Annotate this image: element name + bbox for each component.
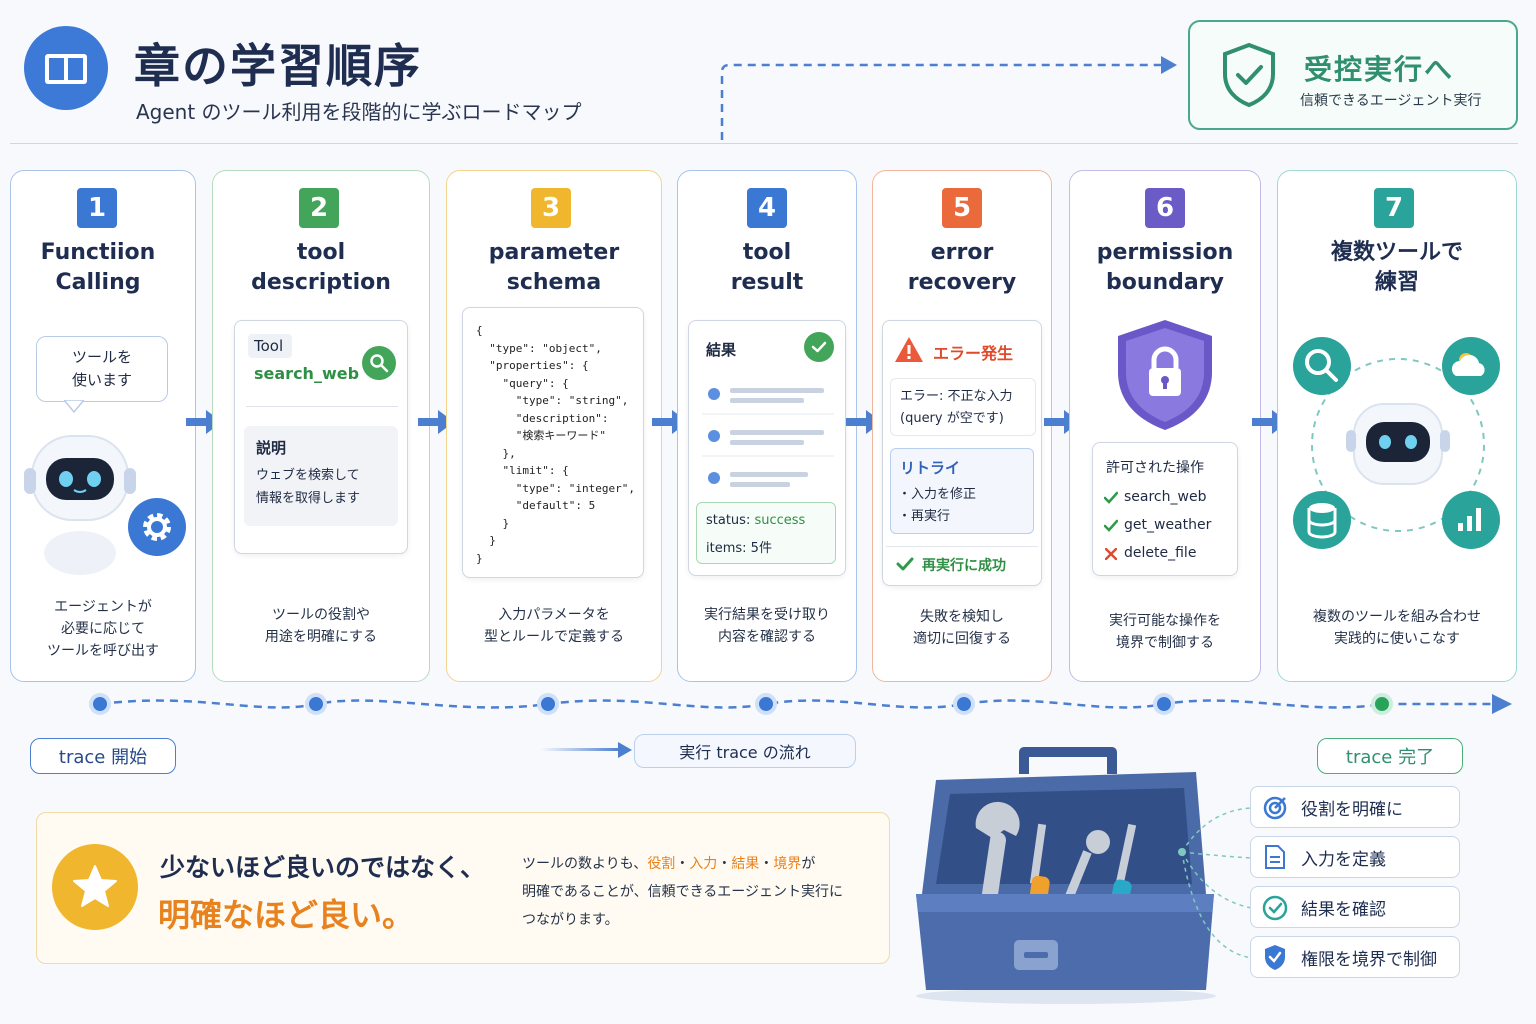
- callout-line1: 少ないほど良いのではなく、: [160, 853, 486, 882]
- cross-icon: [1105, 548, 1117, 560]
- error-message-box: [890, 378, 1036, 436]
- step-desc-3: 入力パラメータを型とルールで定義する: [484, 607, 624, 645]
- shield-check-icon: [1265, 945, 1285, 970]
- check-circle-icon: [804, 332, 834, 362]
- desc-text: ウェブを検索して情報を取得します: [256, 468, 361, 506]
- retry-title: リトライ: [900, 459, 961, 477]
- step-number-5: 5: [942, 188, 982, 228]
- gear-icon: [128, 498, 186, 556]
- page-subtitle: Agent のツール利用を段階的に学ぶロードマップ: [136, 100, 582, 124]
- step-desc-6: 実行可能な操作を境界で制御する: [1109, 613, 1221, 651]
- goal-subtitle: 信頼できるエージェント実行: [1300, 93, 1482, 109]
- goal-title: 受控実行へ: [1304, 53, 1455, 86]
- trace-end-pill: trace 完了: [1317, 738, 1463, 774]
- callout-paragraph: ツールの数よりも、役割・入力・結果・境界が 明確であることが、信頼できるエージェ…: [522, 856, 844, 928]
- tool-name: search_web: [254, 364, 360, 383]
- success-divider: [886, 546, 1038, 547]
- error-title: エラー発生: [933, 344, 1014, 363]
- step-number-4: 4: [747, 188, 787, 228]
- check-circle-icon: [1262, 895, 1288, 921]
- summary-callout: [36, 812, 890, 964]
- step-number-2: 2: [299, 188, 339, 228]
- step-desc-5: 失敗を検知し適切に回復する: [913, 609, 1011, 647]
- step-title-7: 複数ツールで練習: [1330, 240, 1463, 295]
- callout-line2: 明確なほど良い。: [158, 896, 415, 934]
- feature-item: 役割を明確に: [1250, 786, 1460, 828]
- target-icon: [1263, 796, 1287, 820]
- allowed-op: search_web: [1124, 489, 1207, 505]
- flow-arrow-icon: [418, 410, 454, 434]
- permission-card: [1092, 442, 1238, 576]
- check-icon: [1104, 491, 1118, 504]
- step-desc-7: 複数のツールを組み合わせ実践的に使いこなす: [1313, 609, 1481, 647]
- toolbox-illustration: [916, 747, 1216, 1004]
- step-number-3: 3: [531, 188, 571, 228]
- step-number-6: 6: [1145, 188, 1185, 228]
- error-message: エラー: 不正な入力(query が空です): [900, 389, 1013, 426]
- desc-label: 説明: [256, 439, 287, 457]
- check-icon: [1104, 519, 1118, 532]
- status-line: status: success: [706, 513, 806, 528]
- step-desc-1: エージェントが必要に応じてツールを呼び出す: [47, 599, 159, 659]
- document-icon: [1265, 845, 1285, 869]
- retry-steps: ・入力を修正・再実行: [898, 487, 977, 524]
- shield-check-icon: [1223, 42, 1275, 108]
- step-number-7: 7: [1374, 188, 1414, 228]
- star-icon: [52, 844, 138, 930]
- step-card-1: [10, 170, 196, 682]
- denied-op: delete_file: [1124, 545, 1197, 561]
- goal-box: [1188, 20, 1518, 130]
- retry-box: [890, 448, 1034, 534]
- allowed-op: get_weather: [1124, 517, 1212, 533]
- result-label: 結果: [706, 341, 737, 359]
- tool-divider: [246, 406, 398, 407]
- schema-code: { "type": "object", "properties": { "que…: [476, 324, 635, 565]
- items-line: items: 5件: [706, 541, 772, 556]
- robot-icon: [24, 435, 136, 575]
- allowed-title: 許可された操作: [1106, 460, 1204, 476]
- bubble-tail: [64, 400, 84, 414]
- check-icon: [896, 557, 914, 571]
- schema-card: [462, 307, 644, 578]
- step-desc-2: ツールの役割や用途を明確にする: [264, 607, 378, 645]
- flow-arrow: [540, 742, 632, 758]
- step-number-1: 1: [77, 188, 117, 228]
- tool-label: Tool: [248, 334, 292, 358]
- result-lines: [702, 388, 834, 487]
- retry-success: 再実行に成功: [922, 558, 1006, 574]
- page-title: 章の学習順序: [134, 39, 422, 93]
- status-box: [696, 502, 836, 564]
- warning-icon: [895, 337, 923, 362]
- lock-shield-icon: [1118, 320, 1212, 430]
- book-icon: [45, 54, 87, 84]
- trace-timeline: [89, 693, 1512, 715]
- feature-connectors: [1178, 807, 1253, 959]
- header-divider: [10, 143, 1518, 144]
- step-desc-4: 実行結果を受け取り内容を確認する: [704, 607, 830, 645]
- goal-connector: [720, 56, 1177, 140]
- search-icon: [362, 346, 396, 380]
- trace-start-pill: trace 開始: [30, 738, 176, 774]
- trace-flow-pill: 実行 trace の流れ: [634, 734, 856, 768]
- tool-description-box: [244, 426, 398, 526]
- multi-tool-network: [1293, 337, 1500, 549]
- speech-bubble: ツールを使います: [36, 336, 168, 402]
- book-logo: [24, 26, 108, 110]
